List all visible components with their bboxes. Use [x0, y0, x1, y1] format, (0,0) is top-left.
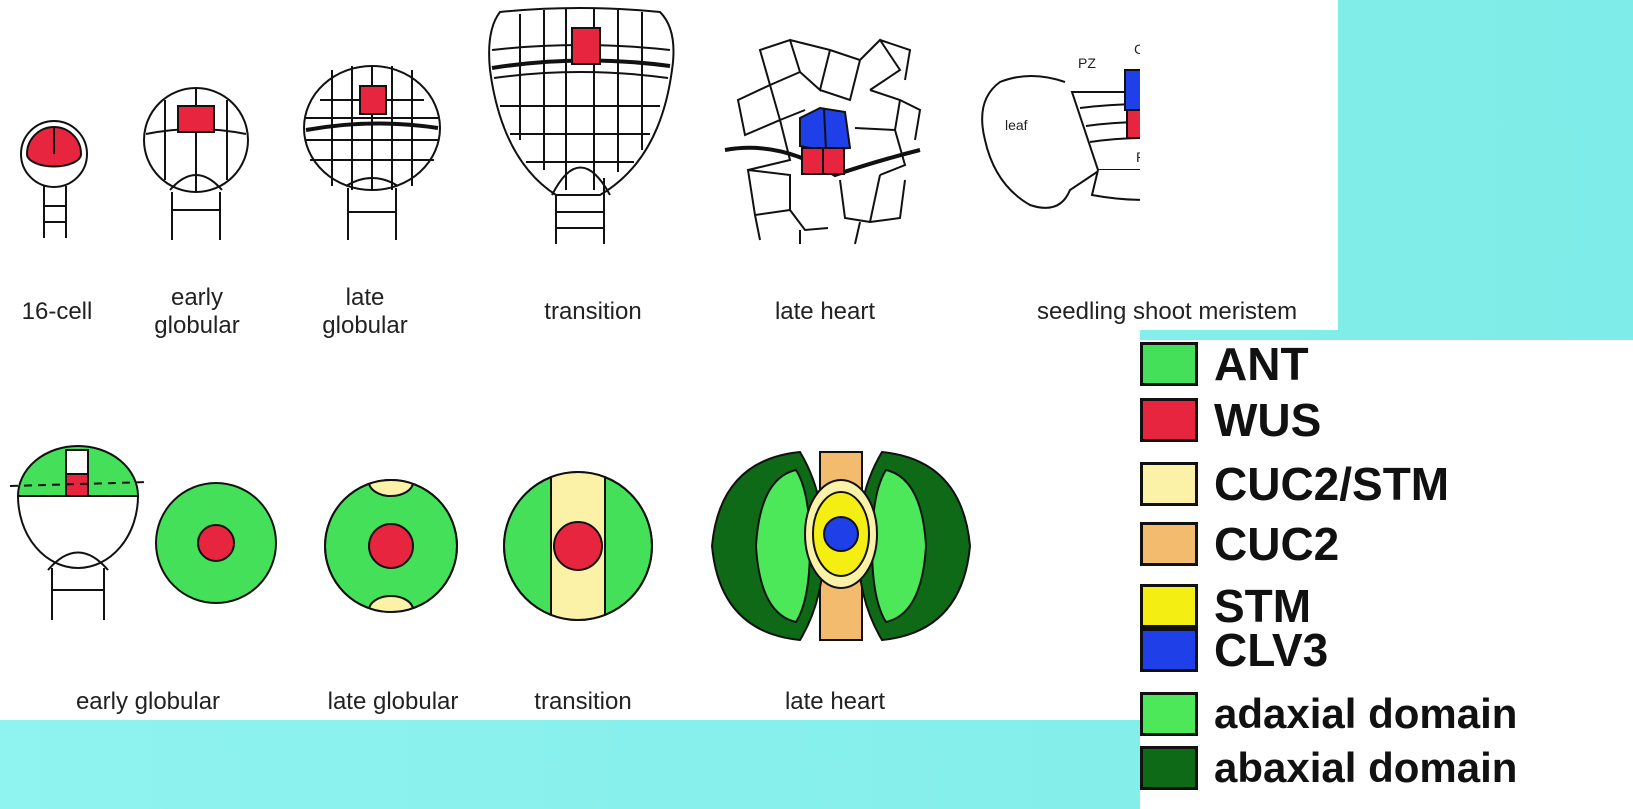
embryo-16-cell — [21, 121, 87, 238]
legend-swatch — [1140, 398, 1198, 442]
label-late-heart-top: late heart — [750, 298, 900, 326]
zone-label-rz: RZ — [1136, 149, 1140, 165]
embryo-transition — [489, 8, 673, 244]
label-early-globular-top: early globular — [132, 284, 262, 340]
legend-item-abaxial-domain: abaxial domain — [1140, 744, 1517, 792]
legend-label: ANT — [1214, 340, 1309, 388]
section-late-heart — [712, 452, 970, 640]
label-transition-bottom: transition — [508, 688, 658, 716]
legend-item-wus: WUS — [1140, 396, 1321, 444]
label-late-globular-top: late globular — [300, 284, 430, 340]
legend-item-ant: ANT — [1140, 340, 1309, 388]
legend-label: CUC2/STM — [1214, 460, 1449, 508]
legend-swatch — [1140, 462, 1198, 506]
legend-swatch — [1140, 522, 1198, 566]
legend-label: abaxial domain — [1214, 744, 1517, 792]
legend-item-adaxial-domain: adaxial domain — [1140, 690, 1517, 738]
zone-label-cz: CZ — [1134, 41, 1140, 57]
label-transition-top: transition — [518, 298, 668, 326]
zone-label-pz-left: PZ — [1078, 55, 1096, 71]
legend-swatch — [1140, 746, 1198, 790]
legend-label: STM — [1214, 582, 1311, 630]
label-late-heart-bottom: late heart — [760, 688, 910, 716]
legend: ANT WUS CUC2/STM CUC2 STM CLV3 adaxial d… — [1140, 340, 1633, 809]
legend-label: CLV3 — [1214, 626, 1328, 674]
legend-swatch — [1140, 692, 1198, 736]
embryo-diagram: .ln{stroke:#111;stroke-width:2;fill:none… — [0, 0, 1140, 720]
section-early-globular — [156, 483, 276, 603]
legend-swatch — [1140, 342, 1198, 386]
legend-label: adaxial domain — [1214, 690, 1517, 738]
section-late-globular — [325, 468, 457, 624]
embryo-late-globular — [304, 66, 440, 240]
legend-item-clv3: CLV3 — [1140, 626, 1328, 674]
label-16-cell: 16-cell — [12, 298, 102, 326]
legend-swatch — [1140, 628, 1198, 672]
embryo-early-globular — [144, 88, 248, 240]
section-early-globular-long — [10, 446, 150, 620]
legend-swatch — [1140, 584, 1198, 628]
label-late-globular-bottom: late globular — [298, 688, 488, 716]
legend-item-cuc2: CUC2 — [1140, 520, 1339, 568]
leaf-label-left: leaf — [1005, 117, 1028, 133]
legend-item-cuc2-stm: CUC2/STM — [1140, 460, 1449, 508]
legend-label: WUS — [1214, 396, 1321, 444]
legend-item-stm: STM — [1140, 582, 1311, 630]
embryo-late-heart — [725, 40, 920, 244]
section-transition — [504, 460, 652, 632]
legend-label: CUC2 — [1214, 520, 1339, 568]
label-early-globular-bottom: early globular — [48, 688, 248, 716]
label-seedling-shoot-meristem: seedling shoot meristem — [1002, 298, 1332, 326]
